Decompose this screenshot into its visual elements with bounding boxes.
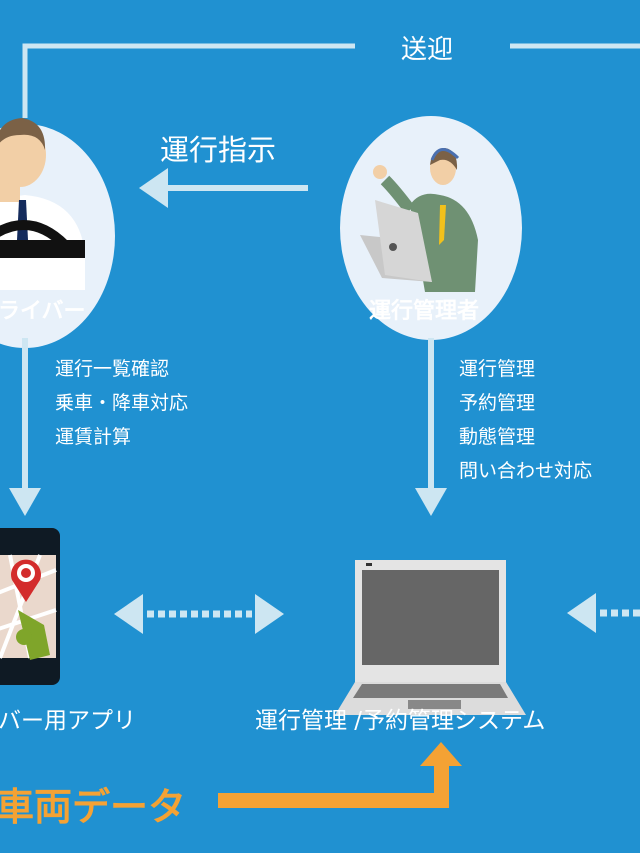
driver-label: ライバー: [0, 299, 86, 324]
instruction-arrow: [139, 168, 308, 208]
app-system-sync-arrow: [114, 594, 284, 634]
driver-avatar: [0, 118, 115, 348]
instruction-label: 運行指示: [160, 133, 277, 167]
top-connector: [22, 43, 640, 118]
manager-avatar: [340, 116, 522, 340]
right-sync-arrow: [567, 593, 640, 633]
manager-task: 運行管理: [459, 358, 536, 380]
manager-task: 予約管理: [459, 392, 536, 414]
top-link-label: 送迎: [401, 35, 454, 65]
driver-task: 運賃計算: [55, 426, 132, 448]
manager-task: 問い合わせ対応: [459, 460, 593, 482]
system-label: 運行管理 /予約管理システム: [255, 708, 546, 734]
driver-down-arrow: [9, 338, 41, 516]
manager-task: 動態管理: [459, 426, 536, 448]
vehicle-data-arrow: [218, 742, 462, 808]
driver-task-list: 運行一覧確認 乗車・降車対応 運賃計算: [55, 352, 188, 454]
manager-task-list: 運行管理 予約管理 動態管理 問い合わせ対応: [459, 352, 592, 488]
manager-label: 運行管理者: [369, 299, 480, 324]
driver-task: 乗車・降車対応: [55, 392, 189, 414]
driver-app-label: バー用アプリ: [0, 708, 136, 734]
phone-icon: [0, 528, 60, 685]
driver-task: 運行一覧確認: [55, 358, 170, 380]
vehicle-data-label: 車両データ: [0, 785, 187, 829]
laptop-icon: [335, 560, 526, 715]
manager-down-arrow: [415, 338, 447, 516]
